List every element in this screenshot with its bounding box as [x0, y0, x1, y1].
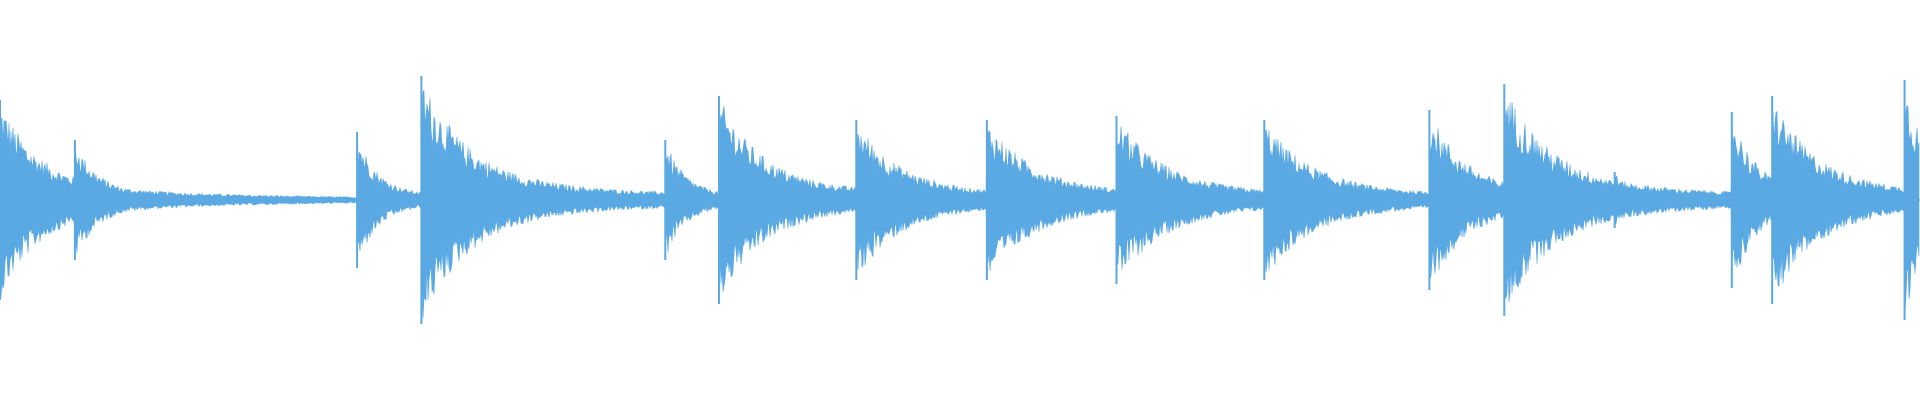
waveform-peaks [0, 76, 1920, 324]
